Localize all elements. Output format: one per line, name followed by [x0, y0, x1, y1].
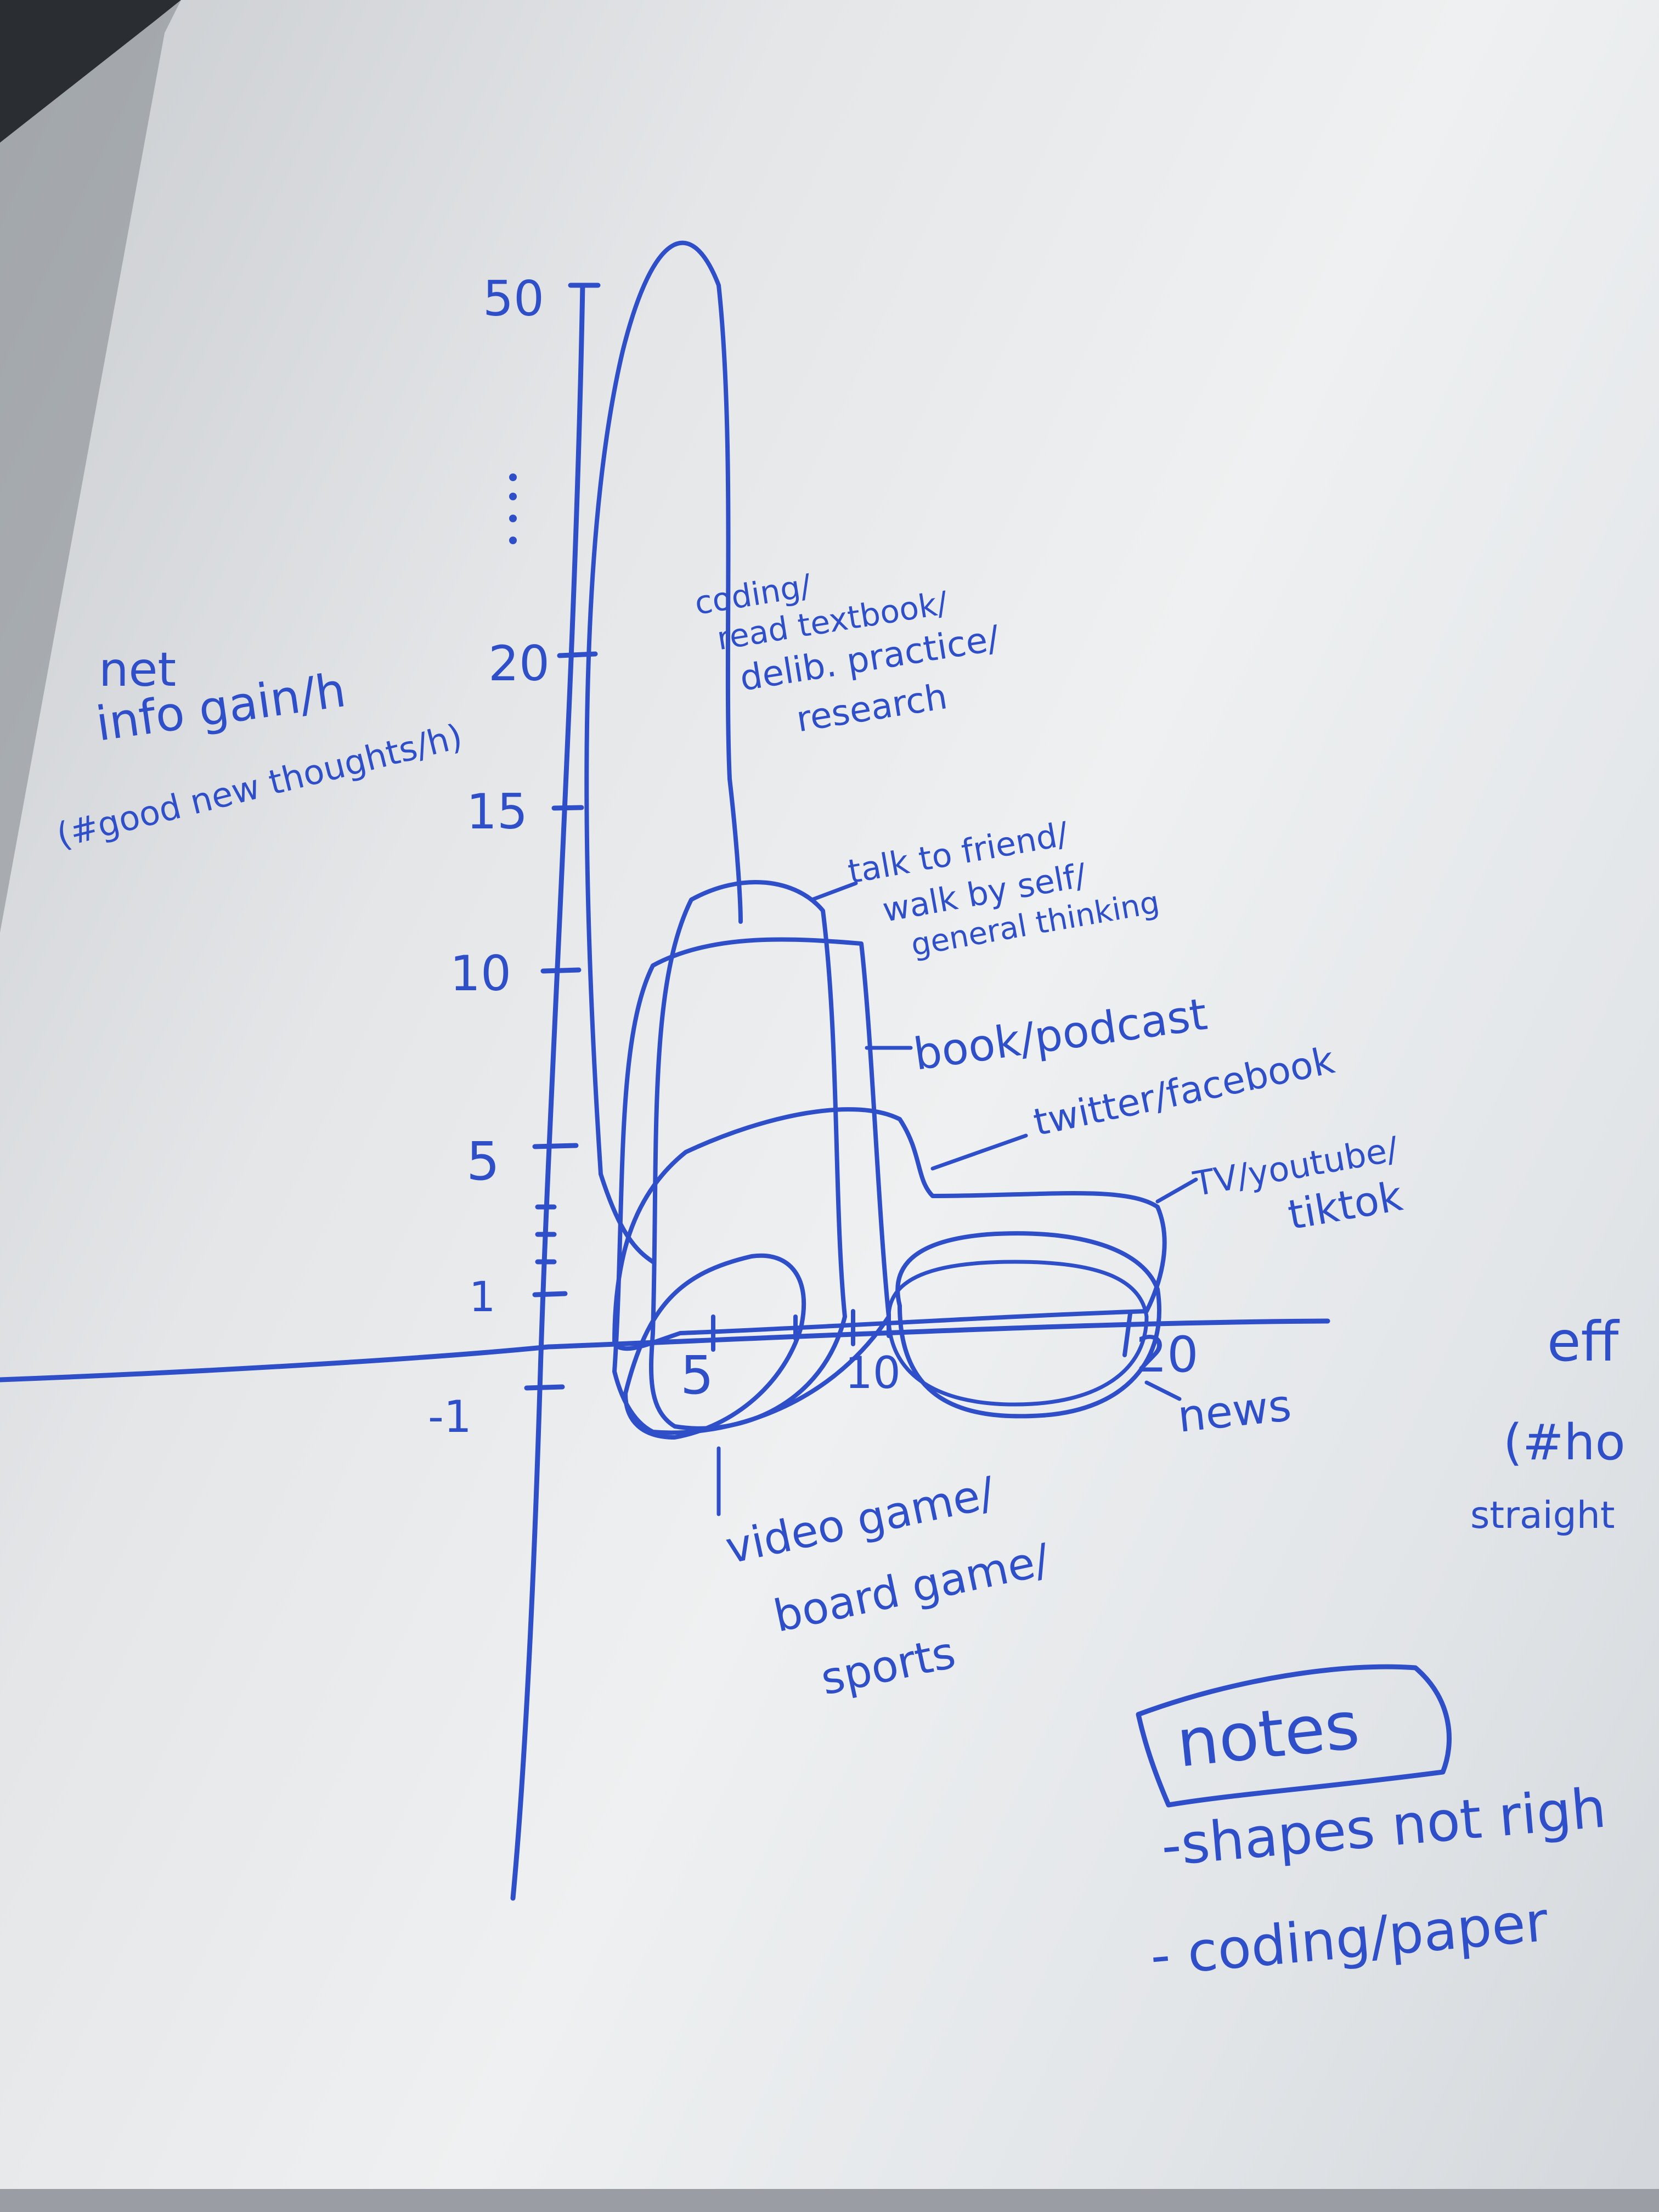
whiteboard — [0, 0, 1659, 2212]
